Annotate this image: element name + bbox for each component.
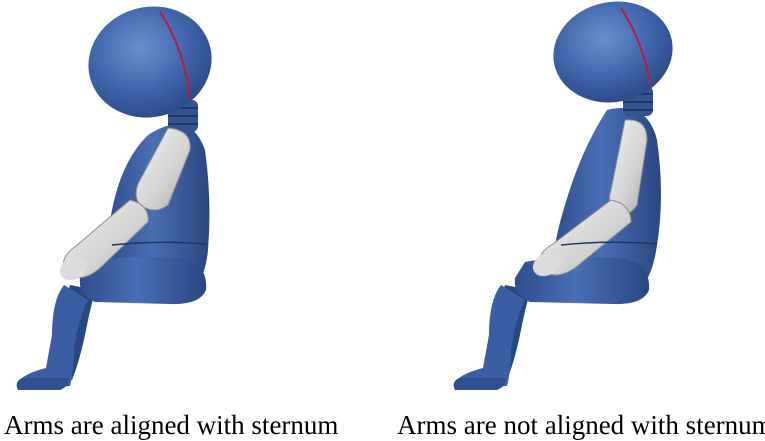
caption-aligned: Arms are aligned with sternum bbox=[4, 409, 338, 441]
foot bbox=[454, 378, 506, 390]
dummy-figure-aligned bbox=[0, 0, 380, 405]
left-panel: Arms are aligned with sternum bbox=[0, 0, 380, 441]
head bbox=[544, 0, 682, 113]
dummy-figure-not-aligned bbox=[385, 0, 765, 405]
right-panel: Arms are not aligned with sternum bbox=[385, 0, 765, 441]
head bbox=[76, 0, 224, 131]
caption-not-aligned: Arms are not aligned with sternum bbox=[397, 409, 765, 441]
foot bbox=[17, 378, 69, 390]
